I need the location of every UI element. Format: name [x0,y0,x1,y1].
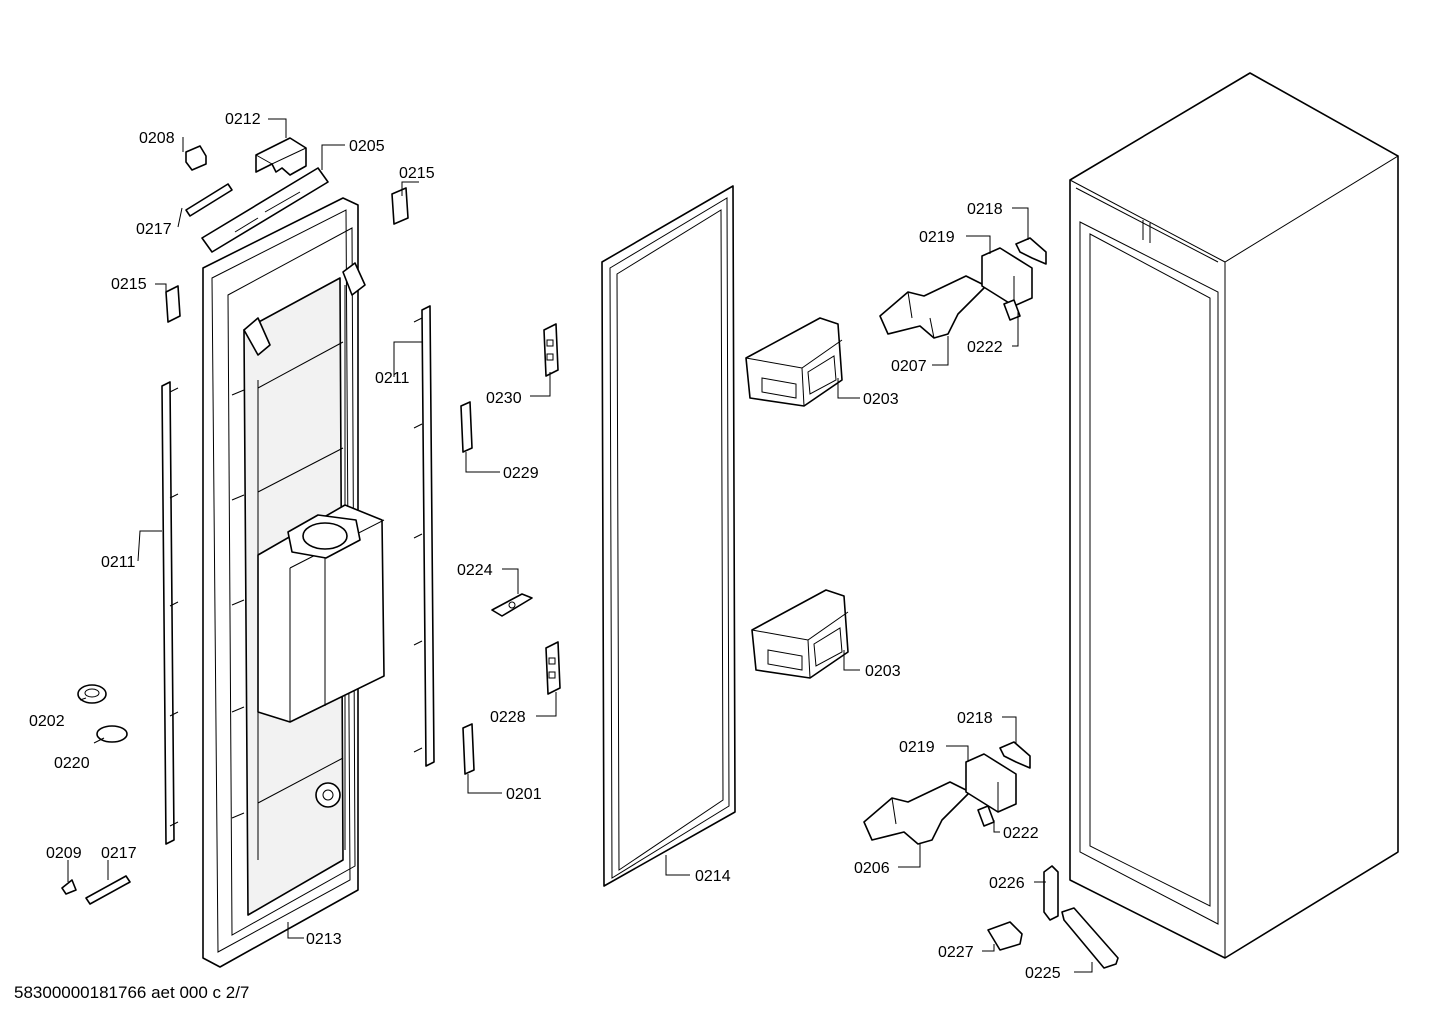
label-0203-lower: 0203 [865,663,901,680]
label-0228: 0228 [490,709,526,726]
door-bin-upper [745,317,843,407]
side-rail-left [161,381,179,845]
label-0206: 0206 [854,860,890,877]
strip-0217-bottom [85,875,131,905]
plate-0218-upper [1015,237,1047,265]
label-0218-lower: 0218 [957,710,993,727]
cabinet-housing [1069,72,1399,959]
label-0217-top: 0217 [136,221,172,238]
document-reference: 58300000181766 aet 000 c 2/7 [14,983,249,1002]
label-0230: 0230 [486,390,522,407]
label-0205: 0205 [349,138,385,155]
label-0207: 0207 [891,358,927,375]
cap-0220 [96,725,128,743]
hinge-part-0229 [460,401,473,453]
label-0213: 0213 [306,931,342,948]
label-0215-left: 0215 [111,276,147,293]
label-0226: 0226 [989,875,1025,892]
plate-0218-lower [999,741,1031,769]
bracket-0219-upper [981,247,1033,307]
bracket-0227 [987,921,1023,951]
clip-0208 [185,145,207,171]
leader-lines [67,118,1093,973]
label-0219-upper: 0219 [919,229,955,246]
latch-0224 [491,593,533,617]
label-0211-left: 0211 [101,554,136,571]
door-bin-lower [751,589,849,679]
door-gasket [601,185,736,887]
label-0217-bottom: 0217 [101,845,137,862]
label-0202: 0202 [29,713,65,730]
side-rail-right [413,305,435,767]
hinge-clip-0215-left [165,285,181,323]
door-frame [202,197,385,968]
label-0203-upper: 0203 [863,391,899,408]
label-0224: 0224 [457,562,493,579]
hinge-0207 [879,275,987,339]
clip-0209 [61,879,77,895]
label-0227: 0227 [938,944,974,961]
label-0222-upper: 0222 [967,339,1003,356]
rail-0225 [1061,907,1119,969]
cover-0212 [255,137,307,176]
strip-0217-top [185,183,233,217]
label-0214: 0214 [695,868,731,885]
label-0222-lower: 0222 [1003,825,1039,842]
part-labels: 0208 0212 0205 0215 0217 0215 0211 0211 … [29,111,1061,982]
label-0229: 0229 [503,465,539,482]
bracket-0219-lower [965,753,1017,813]
label-0209: 0209 [46,845,82,862]
label-0225: 0225 [1025,965,1061,982]
knob-0202 [77,684,107,704]
top-bracket-0205 [201,167,329,253]
label-0218-upper: 0218 [967,201,1003,218]
clip-0222-upper [1003,299,1021,321]
label-0208: 0208 [139,130,175,147]
bracket-0226 [1043,865,1059,921]
hinge-part-0228 [545,641,561,695]
label-0212: 0212 [225,111,261,128]
clip-0222-lower [977,805,995,827]
hinge-0206 [863,781,971,845]
hinge-clip-0215-right [391,187,409,225]
label-0219-lower: 0219 [899,739,935,756]
label-0211-right: 0211 [375,370,410,387]
label-0220: 0220 [54,755,90,772]
hinge-part-0201 [462,723,475,775]
hinge-part-0230 [543,323,559,377]
label-0215-right: 0215 [399,165,435,182]
label-0201: 0201 [506,786,542,803]
